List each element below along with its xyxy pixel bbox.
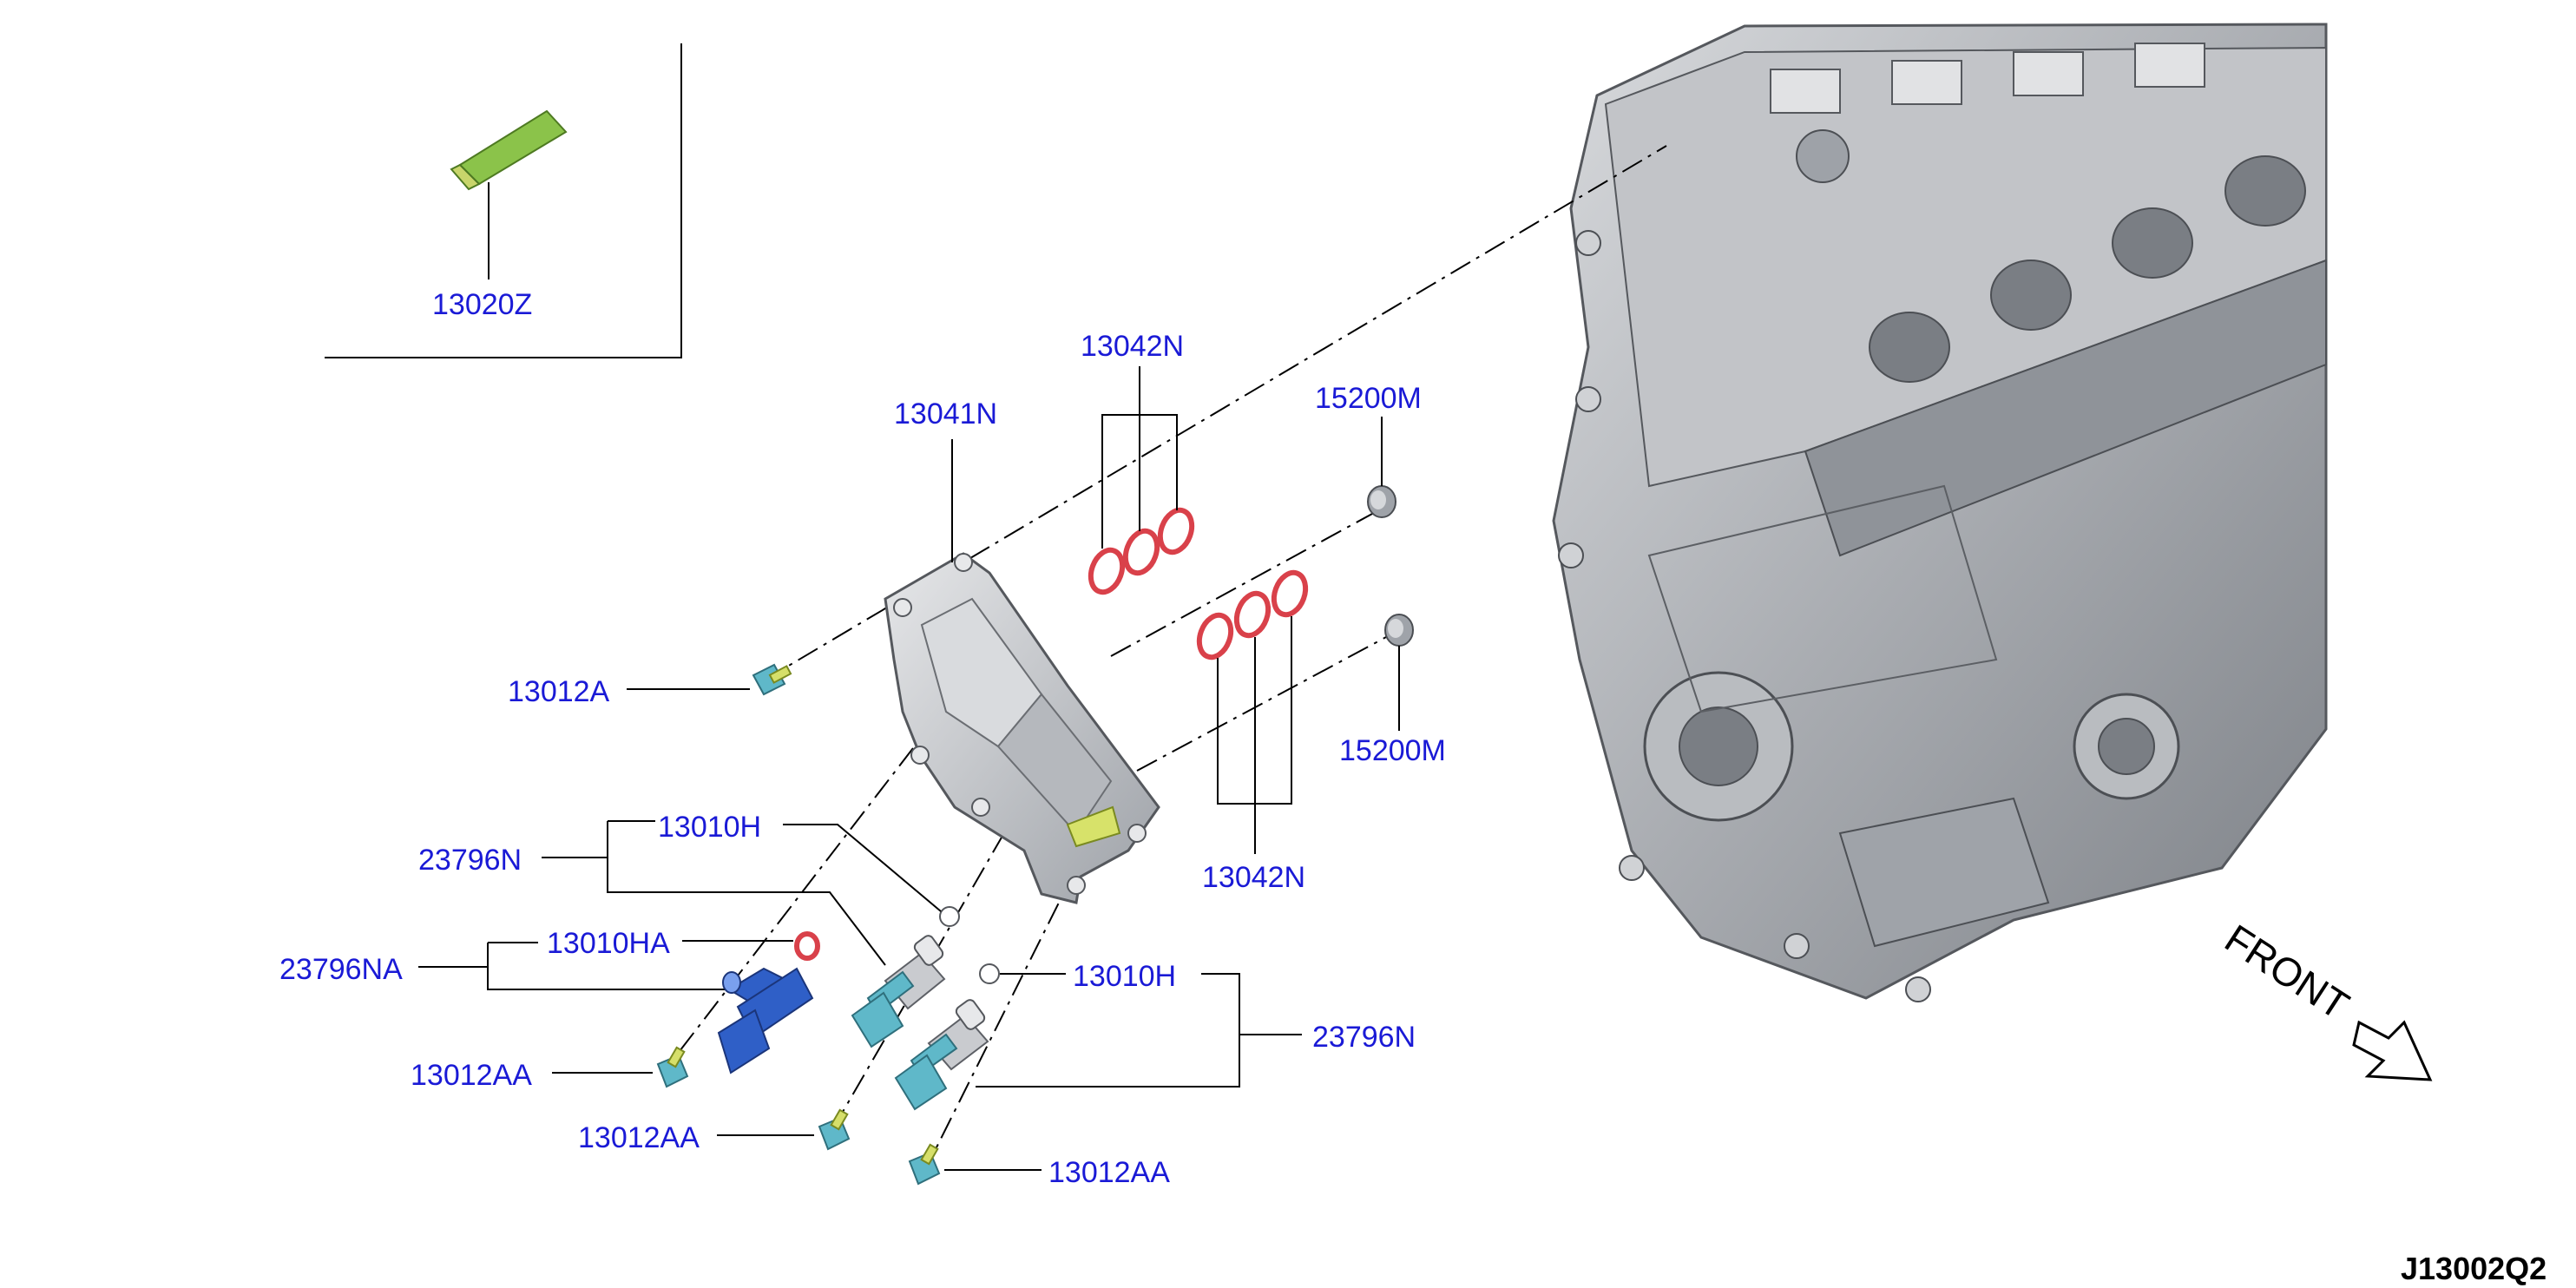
label-seal-ha[interactable]: 13010HA <box>547 927 670 960</box>
orings-top[interactable] <box>1085 506 1197 597</box>
label-solenoid-b[interactable]: 23796N <box>1312 1021 1416 1054</box>
solenoid-middle[interactable] <box>851 934 946 1048</box>
label-orings-bottom[interactable]: 13042N <box>1202 861 1305 894</box>
label-plug-bottom[interactable]: 15200M <box>1339 734 1446 767</box>
bolt-3[interactable] <box>908 1143 941 1186</box>
front-indicator: FRONT <box>2218 916 2433 1081</box>
inset-frame <box>325 43 682 358</box>
plug-top[interactable] <box>1367 485 1396 518</box>
seal-b[interactable] <box>979 963 1000 984</box>
engine-block <box>1552 23 2328 1002</box>
label-bolt-cover[interactable]: 13012A <box>508 675 610 708</box>
label-solenoid-na[interactable]: 23796NA <box>279 953 403 986</box>
seal-ha[interactable] <box>794 931 820 961</box>
front-arrow-icon <box>2352 1020 2433 1081</box>
label-bolt-3[interactable]: 13012AA <box>1048 1156 1170 1189</box>
bolt-cover[interactable] <box>752 663 792 696</box>
bolt-2[interactable] <box>818 1108 851 1151</box>
label-cover[interactable]: 13041N <box>894 398 997 430</box>
alignment-lines <box>667 145 1667 1164</box>
label-orings-top[interactable]: 13042N <box>1081 330 1184 363</box>
label-bolt-2[interactable]: 13012AA <box>578 1121 700 1154</box>
front-label: FRONT <box>2218 916 2357 1028</box>
seal-a[interactable] <box>939 906 960 927</box>
label-seal-b[interactable]: 13010H <box>1073 960 1176 993</box>
diagram-code: J13002Q2 <box>2401 1251 2546 1286</box>
plug-bottom[interactable] <box>1384 614 1414 647</box>
solenoid-na[interactable] <box>717 967 814 1074</box>
bolt-1[interactable] <box>656 1046 689 1088</box>
label-solenoid-a[interactable]: 23796N <box>418 844 522 877</box>
label-sealant[interactable]: 13020Z <box>432 288 532 321</box>
label-plug-top[interactable]: 15200M <box>1315 382 1422 415</box>
sealant-tube-icon[interactable] <box>450 109 568 191</box>
orings-bottom[interactable] <box>1193 568 1311 662</box>
front-cover[interactable] <box>884 552 1160 904</box>
label-seal-a[interactable]: 13010H <box>658 811 761 844</box>
solenoid-lower[interactable] <box>894 998 989 1111</box>
label-bolt-1[interactable]: 13012AA <box>411 1059 532 1092</box>
